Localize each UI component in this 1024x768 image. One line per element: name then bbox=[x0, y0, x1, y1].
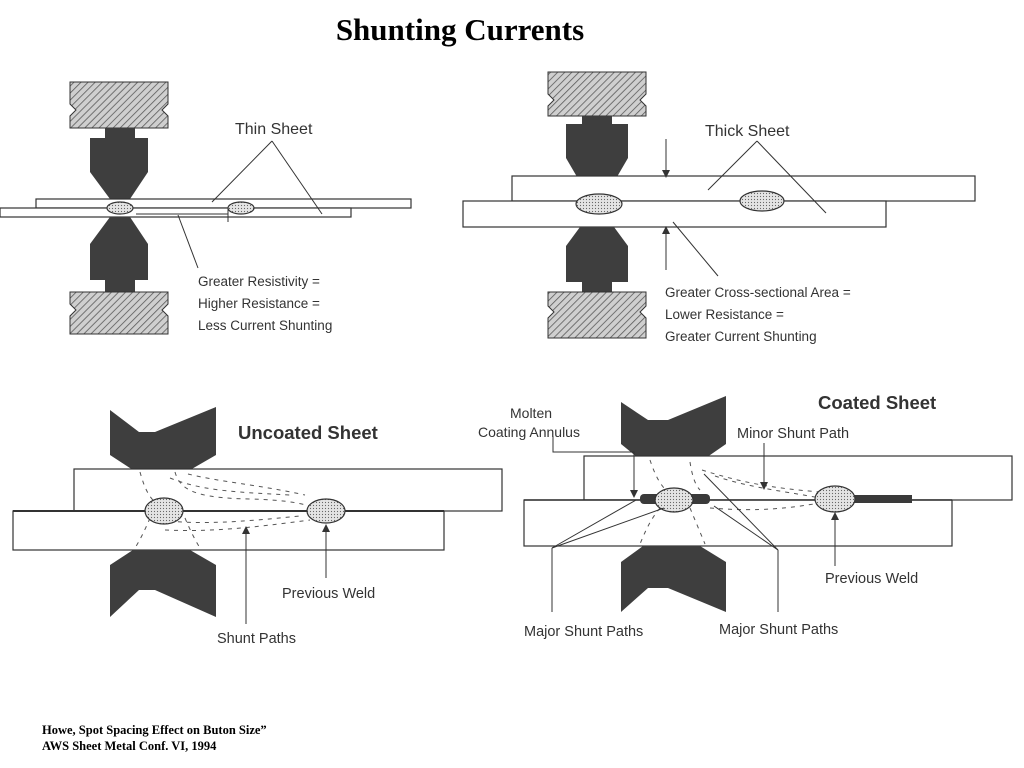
lower-electrode bbox=[621, 546, 726, 612]
citation: Howe, Spot Spacing Effect on Buton Size”… bbox=[42, 722, 267, 754]
uncoated-top-sheet bbox=[73, 468, 503, 512]
thin-bottom-sheet bbox=[0, 207, 352, 218]
weld-nugget bbox=[106, 201, 134, 215]
shunt-current-paths bbox=[639, 459, 821, 545]
thin-top-sheet bbox=[35, 198, 412, 209]
uncoated-sheet-heading: Uncoated Sheet bbox=[238, 422, 378, 443]
weld-nugget bbox=[654, 487, 694, 513]
uncoated-sheet-panel: Uncoated Sheet Previous Weld Shunt Paths bbox=[12, 407, 503, 647]
coated-sheet-heading: Coated Sheet bbox=[818, 392, 936, 413]
thin-sheet-heading: Thin Sheet bbox=[235, 121, 313, 138]
thick-sheet-heading: Thick Sheet bbox=[705, 123, 790, 140]
weld-nugget bbox=[575, 193, 623, 215]
weld-nugget bbox=[144, 497, 184, 525]
lower-electrode-holder bbox=[547, 291, 647, 339]
uncoated-previous-weld-label: Previous Weld bbox=[282, 586, 375, 602]
molten-label-line-2: Coating Annulus bbox=[478, 424, 580, 440]
coating-layer bbox=[852, 495, 912, 503]
thin-note-line-3: Less Current Shunting bbox=[198, 318, 332, 333]
previous-weld-nugget bbox=[227, 201, 255, 215]
previous-weld-nugget bbox=[739, 190, 785, 212]
coated-top-sheet bbox=[583, 455, 1013, 501]
thick-sheet-panel: Thick Sheet Greater Cross-sectional Area… bbox=[462, 71, 976, 344]
thin-sheet-panel: Thin Sheet Greater Resistivity = Higher … bbox=[0, 81, 412, 335]
molten-label-line-1: Molten bbox=[510, 405, 552, 421]
lower-electrode bbox=[110, 550, 216, 617]
upper-electrode-holder bbox=[547, 71, 647, 117]
minor-shunt-label: Minor Shunt Path bbox=[737, 426, 849, 442]
previous-weld-nugget bbox=[306, 498, 346, 524]
lower-electrode bbox=[90, 217, 148, 292]
upper-electrode bbox=[110, 407, 216, 470]
upper-electrode bbox=[90, 128, 148, 199]
thick-note-line-3: Greater Current Shunting bbox=[665, 329, 817, 344]
citation-line-2: AWS Sheet Metal Conf. VI, 1994 bbox=[42, 739, 217, 753]
lower-electrode bbox=[566, 227, 628, 292]
thick-note-line-1: Greater Cross-sectional Area = bbox=[665, 285, 851, 300]
major-shunt-label-right: Major Shunt Paths bbox=[719, 622, 838, 638]
upper-electrode-holder bbox=[69, 81, 169, 129]
lower-electrode-holder bbox=[69, 291, 169, 335]
thin-note-line-1: Greater Resistivity = bbox=[198, 274, 320, 289]
upper-electrode bbox=[621, 396, 726, 462]
citation-line-1: Howe, Spot Spacing Effect on Buton Size” bbox=[42, 723, 267, 737]
thin-note-line-2: Higher Resistance = bbox=[198, 296, 320, 311]
thick-note-line-2: Lower Resistance = bbox=[665, 307, 784, 322]
previous-weld-nugget bbox=[814, 485, 856, 513]
coated-previous-weld-label: Previous Weld bbox=[825, 571, 918, 587]
molten-annulus-leader bbox=[552, 436, 638, 498]
thick-bottom-sheet bbox=[462, 200, 887, 228]
major-shunt-label-left: Major Shunt Paths bbox=[524, 624, 643, 640]
coated-sheet-panel: Molten Coating Annulus Coated Sheet Mino… bbox=[478, 392, 1013, 640]
upper-electrode bbox=[566, 116, 628, 182]
uncoated-bottom-sheet bbox=[12, 510, 445, 551]
page-title: Shunting Currents bbox=[335, 12, 585, 47]
uncoated-shunt-paths-label: Shunt Paths bbox=[217, 631, 296, 647]
